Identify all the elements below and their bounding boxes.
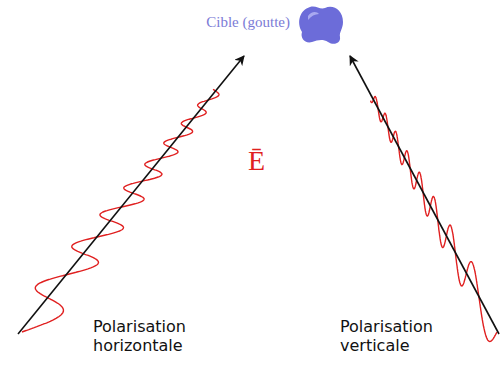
target-drop: Cible (goutte): [150, 2, 346, 46]
polarisation-label: Polarisation horizontale: [93, 317, 243, 355]
drop-shape: [296, 2, 346, 46]
horizontal-wave: [22, 89, 219, 332]
beam-arrow: [350, 56, 499, 334]
polarisation-label: Polarisation verticale: [340, 317, 490, 355]
target-label: Cible (goutte): [206, 14, 290, 31]
field-symbol: Ē: [248, 146, 265, 176]
vertical-wave: [371, 97, 497, 342]
beam-arrow: [18, 56, 244, 334]
